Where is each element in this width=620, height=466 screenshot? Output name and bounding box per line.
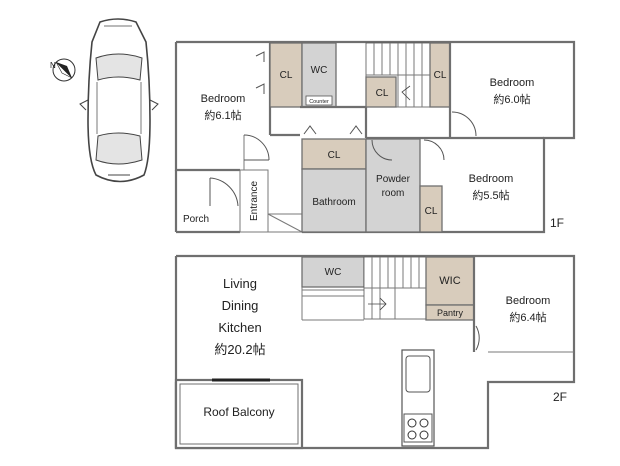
bedroom-size: 約6.1帖 (204, 108, 241, 122)
parking-car-icon (79, 18, 159, 183)
closet-label: CL (425, 206, 438, 217)
ldk-label-line3: Kitchen (218, 320, 261, 335)
floor-1-label: 1F (550, 216, 564, 230)
compass-icon: N (50, 58, 76, 82)
staircase (363, 256, 427, 320)
bedroom-label: Bedroom (506, 295, 551, 307)
wic-label: WIC (439, 275, 460, 287)
ldk-label-line1: Living (223, 276, 257, 291)
bedroom-label: Bedroom (201, 93, 246, 105)
counter-label: Counter (309, 99, 329, 105)
porch-label: Porch (183, 214, 209, 225)
counter (305, 95, 333, 106)
powder-room-label-line1: Powder (376, 174, 411, 185)
ldk-size: 約20.2帖 (214, 342, 265, 357)
bedroom-size: 約6.4帖 (509, 310, 546, 324)
compass-letter: N (50, 61, 56, 70)
bedroom-label: Bedroom (469, 173, 514, 185)
wc-label: WC (325, 267, 342, 278)
powder-room-label-line2: room (382, 188, 405, 199)
sink-icon (405, 355, 431, 393)
ldk-label-line2: Dining (222, 298, 259, 313)
wc-label: WC (311, 65, 328, 76)
closet (419, 185, 443, 233)
bedroom-size: 約6.0帖 (493, 92, 530, 106)
bedroom-label: Bedroom (490, 77, 535, 89)
pantry-label: Pantry (437, 308, 464, 318)
bedroom-size: 約5.5帖 (472, 188, 509, 202)
closet-label: CL (280, 70, 293, 81)
bathroom (301, 168, 367, 233)
roof-balcony (174, 378, 304, 450)
roof-balcony-label: Roof Balcony (203, 405, 274, 419)
closet-label: CL (376, 88, 389, 99)
floor-2-label: 2F (553, 390, 567, 404)
stove-icon (403, 413, 433, 443)
closet-label: CL (328, 150, 341, 161)
closet (365, 76, 397, 108)
bathroom-label: Bathroom (312, 197, 355, 208)
floor-1-plan (174, 40, 576, 234)
floor-2-plan (174, 254, 576, 450)
entrance-label: Entrance (249, 181, 260, 221)
closet-label: CL (434, 70, 447, 81)
powder-room (365, 138, 421, 233)
